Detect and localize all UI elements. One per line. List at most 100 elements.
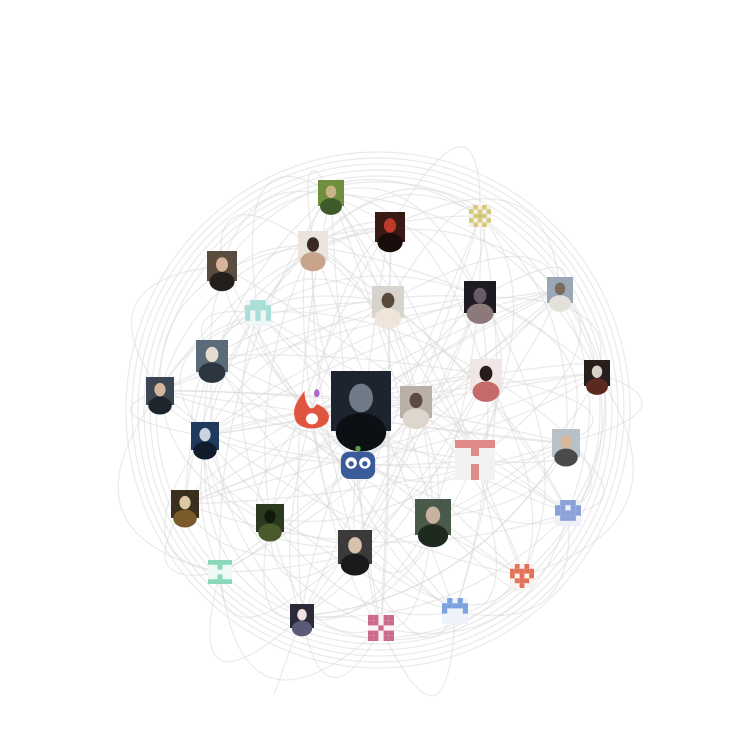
graph-edge <box>354 289 561 548</box>
graph-edge <box>432 215 482 518</box>
graph-edge <box>257 193 481 314</box>
graph-edge <box>211 355 456 612</box>
user-avatar[interactable] <box>400 386 432 429</box>
graph-edge <box>129 390 206 437</box>
graph-edge <box>269 517 456 616</box>
user-avatar[interactable] <box>552 429 580 467</box>
graph-edge <box>159 226 391 392</box>
graph-edge <box>204 435 476 466</box>
user-avatar[interactable] <box>547 277 573 312</box>
graph-edge <box>210 355 303 617</box>
graph-edge <box>389 198 561 291</box>
identicon-avatar[interactable] <box>555 500 581 526</box>
identicon-avatar[interactable] <box>455 440 495 480</box>
graph-edge <box>485 374 594 444</box>
graph-edge <box>357 372 598 464</box>
graph-edge <box>479 296 602 374</box>
graph-edge <box>389 146 481 228</box>
identicon-avatar[interactable] <box>469 205 491 227</box>
graph-edge <box>219 546 356 618</box>
graph-edge <box>204 289 561 437</box>
graph-edge <box>211 295 389 357</box>
robot-logo-avatar[interactable] <box>340 445 376 479</box>
graph-edge <box>220 214 314 267</box>
graph-edge <box>301 215 481 617</box>
user-avatar[interactable] <box>207 251 237 292</box>
graph-edge <box>474 215 515 461</box>
graph-edge <box>301 442 567 617</box>
graph-edge <box>559 289 606 514</box>
graph-edge <box>301 575 523 641</box>
user-avatar[interactable] <box>256 504 284 542</box>
graph-edge <box>432 372 598 518</box>
graph-edge <box>330 192 476 461</box>
graph-edge <box>479 215 568 444</box>
graph-edge <box>521 289 603 577</box>
graph-edge <box>203 435 303 617</box>
graph-edge <box>184 442 567 505</box>
graph-edge <box>257 312 523 577</box>
flame-logo-avatar[interactable] <box>294 389 329 429</box>
user-avatar[interactable] <box>584 360 610 395</box>
user-avatar[interactable] <box>331 371 391 452</box>
graph-edge <box>264 245 314 519</box>
graph-edge <box>301 512 569 618</box>
graph-edge <box>312 188 481 247</box>
graph-edge <box>179 312 259 437</box>
graph-edge <box>274 615 303 694</box>
graph-edge <box>211 355 523 577</box>
user-avatar[interactable] <box>191 422 219 460</box>
graph-edge <box>211 295 481 357</box>
graph-edge <box>479 296 578 444</box>
graph-edge <box>117 390 221 573</box>
graph-edge <box>257 275 481 314</box>
identicon-avatar[interactable] <box>208 560 232 584</box>
user-avatar[interactable] <box>290 604 314 637</box>
graph-edge <box>131 157 625 663</box>
graph-edge <box>330 192 434 518</box>
user-avatar[interactable] <box>372 286 404 329</box>
graph-edge <box>219 442 567 573</box>
user-avatar[interactable] <box>298 231 328 272</box>
user-avatar[interactable] <box>171 490 199 528</box>
graph-edge <box>380 301 390 629</box>
identicon-avatar[interactable] <box>245 300 271 326</box>
user-avatar[interactable] <box>415 499 451 548</box>
graph-edge <box>565 372 643 444</box>
graph-edge <box>454 459 497 613</box>
graph-edge <box>137 163 619 657</box>
graph-edge <box>204 301 389 437</box>
identicon-avatar[interactable] <box>442 598 468 624</box>
graph-edge <box>257 311 487 376</box>
graph-edge <box>312 245 456 612</box>
graph-edge <box>269 459 476 522</box>
graph-edge <box>312 228 561 291</box>
user-avatar[interactable] <box>375 212 405 253</box>
user-avatar[interactable] <box>146 377 174 415</box>
graph-edge <box>204 435 382 629</box>
graph-edge <box>312 245 356 548</box>
identicon-avatar[interactable] <box>510 564 534 588</box>
user-avatar[interactable] <box>196 340 228 383</box>
user-avatar[interactable] <box>470 359 502 402</box>
user-avatar[interactable] <box>464 281 496 324</box>
graph-edge <box>474 289 581 461</box>
graph-edge <box>209 571 303 663</box>
user-avatar[interactable] <box>318 180 344 215</box>
graph-edge <box>301 374 487 617</box>
graph-edge <box>380 610 456 697</box>
graph-edge <box>219 571 382 681</box>
graph-edge <box>204 435 456 612</box>
identicon-avatar[interactable] <box>368 615 394 641</box>
graph-edge <box>211 354 487 376</box>
graph-edge <box>415 401 523 577</box>
graph-edge <box>301 516 434 621</box>
user-avatar[interactable] <box>338 530 372 576</box>
graph-edge <box>485 374 534 577</box>
graph-edge <box>330 192 487 376</box>
graph-edge <box>184 192 332 505</box>
graph-edge <box>203 355 303 617</box>
graph-edge <box>204 296 481 437</box>
node-layer <box>146 180 610 641</box>
graph-edge <box>159 215 481 392</box>
